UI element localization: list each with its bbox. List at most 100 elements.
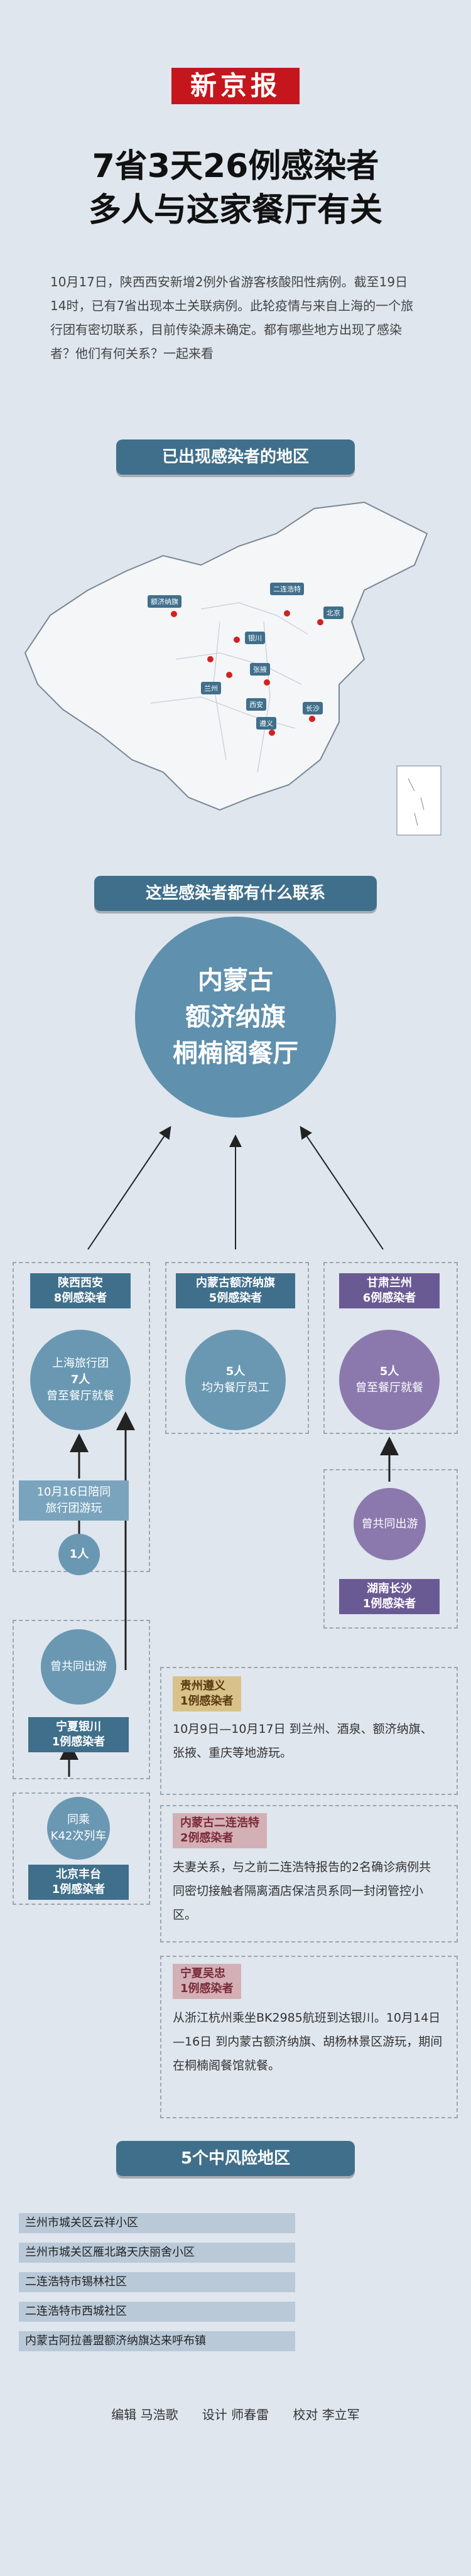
elht-tag: 内蒙古二连浩特 2例感染者 — [173, 1813, 267, 1848]
guizhou-tag-count: 1例感染者 — [180, 1695, 234, 1708]
risk-item-5: 内蒙古阿拉善盟额济纳旗达来呼布镇 — [19, 2331, 295, 2351]
changsha-tag-count: 1例感染者 — [362, 1597, 416, 1610]
beijing-tag-place: 北京丰台 — [56, 1868, 101, 1881]
wuzhong-tag-place: 宁夏吴忠 — [180, 1967, 225, 1980]
lanzhou-arrow — [380, 1436, 399, 1482]
risk-item-1: 兰州市城关区云祥小区 — [19, 2213, 295, 2233]
xian-circle-line-2: 7人 — [70, 1373, 90, 1386]
lanzhou-tag-place: 甘肃兰州 — [367, 1276, 412, 1290]
yinchuan-group — [13, 1620, 150, 1779]
beijing-circle-line-2: K42次列车 — [50, 1830, 107, 1843]
link-arrows — [87, 1126, 384, 1250]
proof-name: 李立军 — [322, 2407, 360, 2422]
risk-item-3: 二连浩特市锡林社区 — [19, 2272, 295, 2292]
nmg-tag: 内蒙古额济纳旗 5例感染者 — [176, 1273, 295, 1308]
xian-circle: 上海旅行团 7人 曾至餐厅就餐 — [30, 1330, 131, 1430]
beijing-group — [13, 1792, 150, 1905]
nmg-circle: 5人 均为餐厅员工 — [185, 1330, 286, 1430]
xian-tag-count: 8例感染者 — [53, 1291, 107, 1305]
restaurant-line-3: 桐楠阁餐厅 — [173, 1039, 298, 1068]
headline-line-1: 7省3天26例感染者 — [92, 148, 379, 185]
lanzhou-tag-count: 6例感染者 — [362, 1291, 416, 1305]
map-label-xian: 西安 — [246, 698, 266, 711]
design-label: 设计 — [202, 2407, 227, 2422]
changsha-tag: 湖南长沙 1例感染者 — [339, 1579, 440, 1614]
map-dot-xian — [264, 679, 270, 686]
beijing-tag-count: 1例感染者 — [51, 1883, 106, 1896]
xian-tag-place: 陕西西安 — [58, 1276, 103, 1290]
wuzhong-text: 从浙江杭州乘坐BK2985航班到达银川。10月14日—16日 到内蒙古额济纳旗、… — [173, 2011, 443, 2072]
map-label-ejina: 额济纳旗 — [148, 595, 181, 608]
restaurant-line-2: 额济纳旗 — [185, 1003, 286, 1032]
map-label-erlianhaote: 二连浩特 — [270, 583, 304, 595]
nmg-tag-place: 内蒙古额济纳旗 — [196, 1276, 275, 1290]
restaurant-line-1: 内蒙古 — [198, 966, 273, 995]
credits: 编辑 马浩歌 设计 师春雷 校对 李立军 — [0, 2405, 471, 2423]
proof-label: 校对 — [293, 2407, 318, 2422]
editor-label: 编辑 — [111, 2407, 137, 2422]
wuzhong-group — [160, 1956, 458, 2118]
map-dot-yinchuan — [234, 637, 240, 643]
map-dot-ejina — [171, 611, 177, 617]
elht-tag-count: 2例感染者 — [180, 1831, 234, 1845]
lanzhou-group — [323, 1262, 458, 1434]
risk-item-2: 兰州市城关区雁北路天庆丽舍小区 — [19, 2243, 295, 2263]
nmg-circle-line-1: 5人 — [225, 1365, 246, 1378]
yinchuan-tag-place: 宁夏银川 — [56, 1720, 101, 1733]
map-dot-beijing — [317, 619, 323, 625]
xian-box-line-2: 旅行团游玩 — [45, 1502, 102, 1515]
guizhou-group — [160, 1667, 458, 1795]
map-dot-erlianhaote — [284, 610, 290, 617]
map-label-lanzhou: 兰州 — [201, 682, 221, 694]
beijing-circle: 同乘 K42次列车 — [47, 1797, 110, 1860]
elht-tag-place: 内蒙古二连浩特 — [180, 1816, 259, 1830]
xian-accompany-box: 10月16日陪同 旅行团游玩 — [19, 1480, 129, 1521]
map-dot-zhangye — [207, 656, 214, 662]
restaurant-circle: 内蒙古 额济纳旗 桐楠阁餐厅 — [135, 917, 336, 1118]
guizhou-tag: 贵州遵义 1例感染者 — [173, 1676, 241, 1711]
yinchuan-tag: 宁夏银川 1例感染者 — [28, 1717, 129, 1752]
section-title-map: 已出现感染者的地区 — [116, 439, 355, 475]
xian-tag: 陕西西安 8例感染者 — [30, 1273, 131, 1308]
wuzhong-tag-count: 1例感染者 — [180, 1982, 234, 1995]
changsha-circle: 曾共同出游 — [354, 1488, 426, 1560]
map-dot-lanzhou — [226, 672, 232, 678]
xian-box-line-1: 10月16日陪同 — [36, 1485, 111, 1499]
map-dot-changsha — [309, 716, 315, 722]
nmg-circle-line-2: 均为餐厅员工 — [202, 1381, 269, 1394]
map-label-yinchuan: 银川 — [245, 632, 265, 644]
guizhou-tag-place: 贵州遵义 — [180, 1679, 225, 1693]
section-title-risk: 5个中风险地区 — [116, 2141, 355, 2176]
intro-text: 10月17日，陕西西安新增2例外省游客核酸阳性病例。截至19日14时，已有7省出… — [50, 274, 414, 361]
guizhou-text: 10月9日—10月17日 到兰州、酒泉、额济纳旗、张掖、重庆等地游玩。 — [173, 1722, 433, 1760]
risk-item-4: 二连浩特市西城社区 — [19, 2302, 295, 2322]
changsha-group — [323, 1469, 458, 1629]
xian-circle-line-3: 曾至餐厅就餐 — [46, 1389, 114, 1403]
nmg-group — [165, 1262, 309, 1434]
nmg-tag-count: 5例感染者 — [208, 1291, 263, 1305]
changsha-tag-place: 湖南长沙 — [367, 1582, 412, 1595]
elht-text: 夫妻关系，与之前二连浩特报告的2名确诊病例共同密切接触者隔离酒店保洁员系同一封闭… — [173, 1860, 431, 1922]
changsha-circle-line-1: 曾共同出游 — [361, 1517, 418, 1531]
headline-line-2: 多人与这家餐厅有关 — [88, 191, 382, 229]
map-dot-zunyi — [269, 730, 275, 736]
yinchuan-circle: 曾共同出游 — [41, 1629, 116, 1705]
lanzhou-circle-line-2: 曾至餐厅就餐 — [355, 1381, 423, 1394]
map-label-zunyi: 遵义 — [256, 717, 276, 730]
beijing-tag: 北京丰台 1例感染者 — [28, 1865, 129, 1900]
map-label-changsha: 长沙 — [303, 702, 323, 714]
yinchuan-tag-count: 1例感染者 — [51, 1735, 106, 1749]
wuzhong-tag: 宁夏吴忠 1例感染者 — [173, 1964, 241, 1999]
xian-one-person: 1人 — [58, 1534, 100, 1575]
elht-group — [160, 1805, 458, 1943]
lanzhou-circle: 5人 曾至餐厅就餐 — [339, 1330, 440, 1430]
newspaper-logo: 新京报 — [171, 68, 300, 104]
xian-circle-line-1: 上海旅行团 — [52, 1357, 109, 1370]
xian-arrows — [60, 1411, 135, 1777]
china-map: 额济纳旗 二连浩特 北京 银川 兰州 张掖 西安 遵义 长沙 — [13, 496, 458, 848]
design-name: 师春雷 — [231, 2407, 269, 2422]
map-label-beijing: 北京 — [323, 606, 344, 619]
lanzhou-tag: 甘肃兰州 6例感染者 — [339, 1273, 440, 1308]
map-label-zhangye: 张掖 — [250, 663, 270, 676]
china-map-outline — [24, 501, 441, 836]
